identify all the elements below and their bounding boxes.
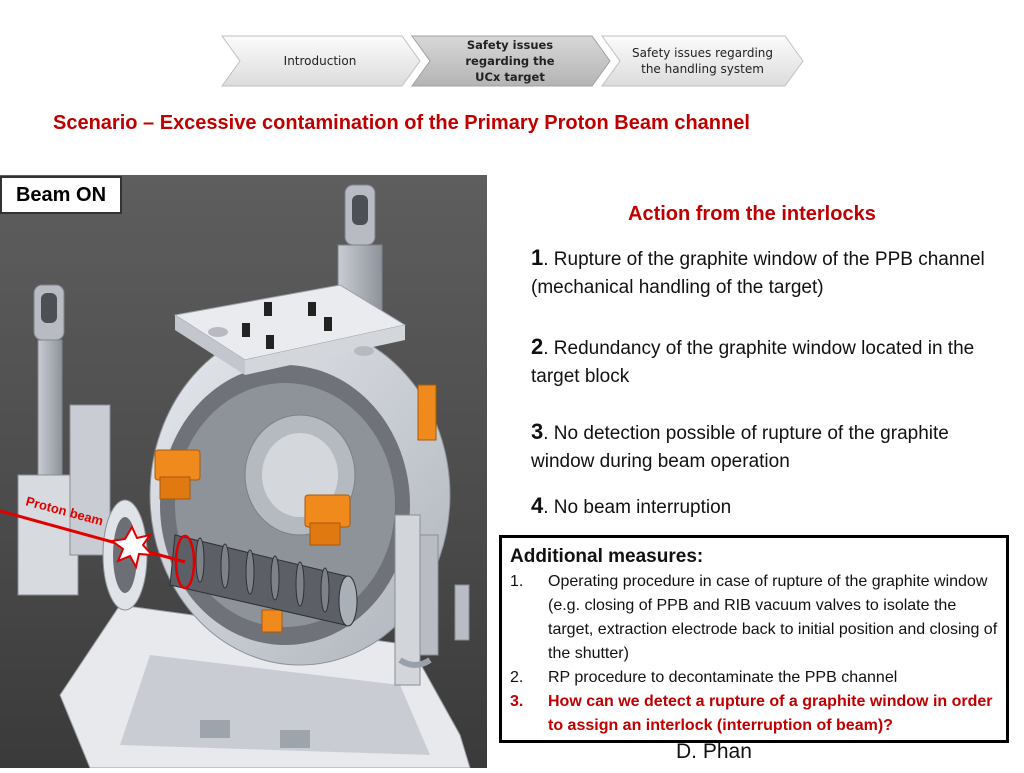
list-text: RP procedure to decontaminate the PPB ch… <box>548 669 898 686</box>
breadcrumb-step-label: Safety issues regarding the handling sys… <box>631 46 773 76</box>
interlock-item: 4. No beam interruption <box>531 492 991 522</box>
list-index: 3. <box>510 693 524 710</box>
breadcrumb-step-ucx-target[interactable]: Safety issues regarding the UCx target <box>410 34 610 88</box>
interlock-number: 3 <box>531 419 544 444</box>
breadcrumb-step-introduction[interactable]: Introduction <box>220 34 420 88</box>
breadcrumb-shapes <box>221 35 804 87</box>
list-text: How can we detect a rupture of a graphit… <box>548 693 993 734</box>
list-item-question: 3. How can we detect a rupture of a grap… <box>510 690 998 738</box>
interlock-number: 1 <box>531 245 544 270</box>
proton-beam-line <box>0 509 186 564</box>
interlock-item: 1. Rupture of the graphite window of the… <box>531 244 991 302</box>
rupture-burst-icon <box>109 524 155 570</box>
beam-state-badge: Beam ON <box>0 176 122 214</box>
interlock-text: . Rupture of the graphite window of the … <box>531 249 985 298</box>
measures-list: 1. Operating procedure in case of ruptur… <box>510 570 998 738</box>
breadcrumb-step-handling-system[interactable]: Safety issues regarding the handling sys… <box>600 34 805 88</box>
list-index: 2. <box>510 669 524 686</box>
target-assembly-figure: Proton beam <box>0 175 487 769</box>
measures-title: Additional measures: <box>510 546 704 567</box>
additional-measures-box: Additional measures: 1. Operating proced… <box>499 535 1009 743</box>
graphite-window-marker <box>174 534 196 590</box>
interlock-number: 2 <box>531 334 544 359</box>
interlock-text: . No detection possible of rupture of th… <box>531 423 949 472</box>
interlock-item: 3. No detection possible of rupture of t… <box>531 418 991 476</box>
interlock-text: . Redundancy of the graphite window loca… <box>531 338 975 387</box>
interlock-number: 4 <box>531 493 544 518</box>
interlock-text: . No beam interruption <box>543 497 732 518</box>
list-text: Operating procedure in case of rupture o… <box>548 573 998 662</box>
page-title: Scenario – Excessive contamination of th… <box>53 112 750 134</box>
list-item: 1. Operating procedure in case of ruptur… <box>510 570 998 666</box>
breadcrumb: Introduction Safety issues regarding the… <box>220 34 805 88</box>
breadcrumb-step-label: Introduction <box>283 54 357 68</box>
interlocks-title: Action from the interlocks <box>628 203 876 225</box>
target-assembly-drawing: Proton beam <box>0 175 487 769</box>
interlock-item: 2. Redundancy of the graphite window loc… <box>531 333 991 391</box>
author-name: D. Phan <box>676 740 752 763</box>
list-index: 1. <box>510 573 524 590</box>
breadcrumb-step-label: Safety issues regarding the UCx target <box>465 38 555 84</box>
list-item: 2. RP procedure to decontaminate the PPB… <box>510 666 998 690</box>
